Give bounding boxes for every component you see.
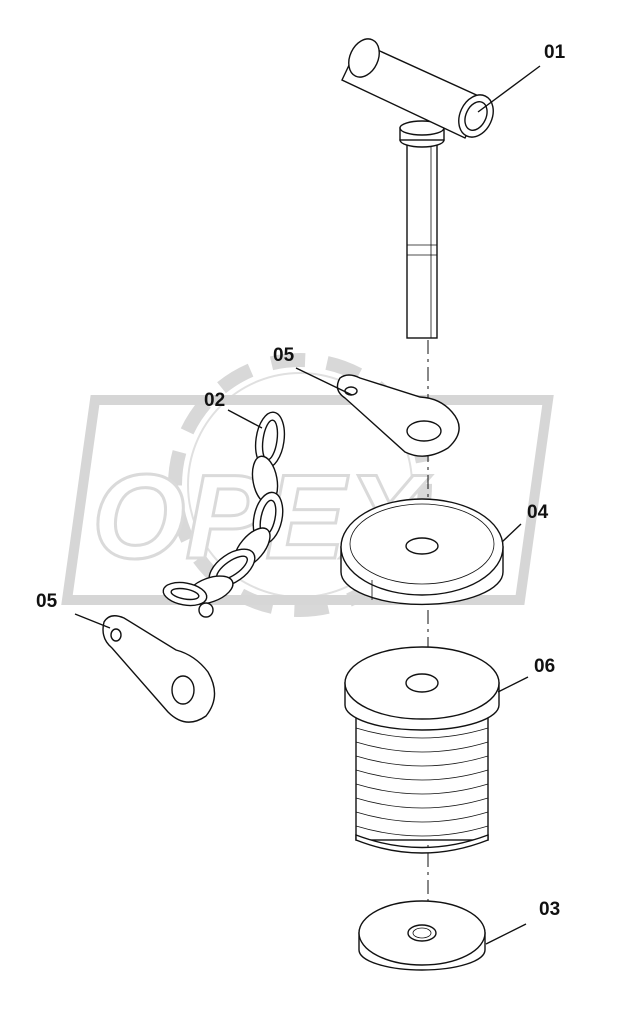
part-01-t-handle-pin [341,38,494,339]
leader-lines [74,65,541,945]
label-part-05-lower: 05 [36,591,58,612]
part-03-bottom-washer [358,900,486,971]
part-labels: 01 02 05 05 04 06 03 [36,42,566,920]
label-part-02: 02 [204,390,225,411]
part-04-washer [340,498,504,606]
part-02-chain [162,411,286,618]
label-part-03: 03 [539,899,560,920]
label-part-05-upper: 05 [273,345,295,366]
thread-lines [355,727,489,837]
part-05-lower-tab [102,615,216,723]
label-part-04: 04 [527,502,549,523]
label-part-06: 06 [534,656,555,677]
part-05-upper-tab [336,374,460,457]
part-06-threaded-plug [344,646,500,854]
label-part-01: 01 [544,42,566,63]
